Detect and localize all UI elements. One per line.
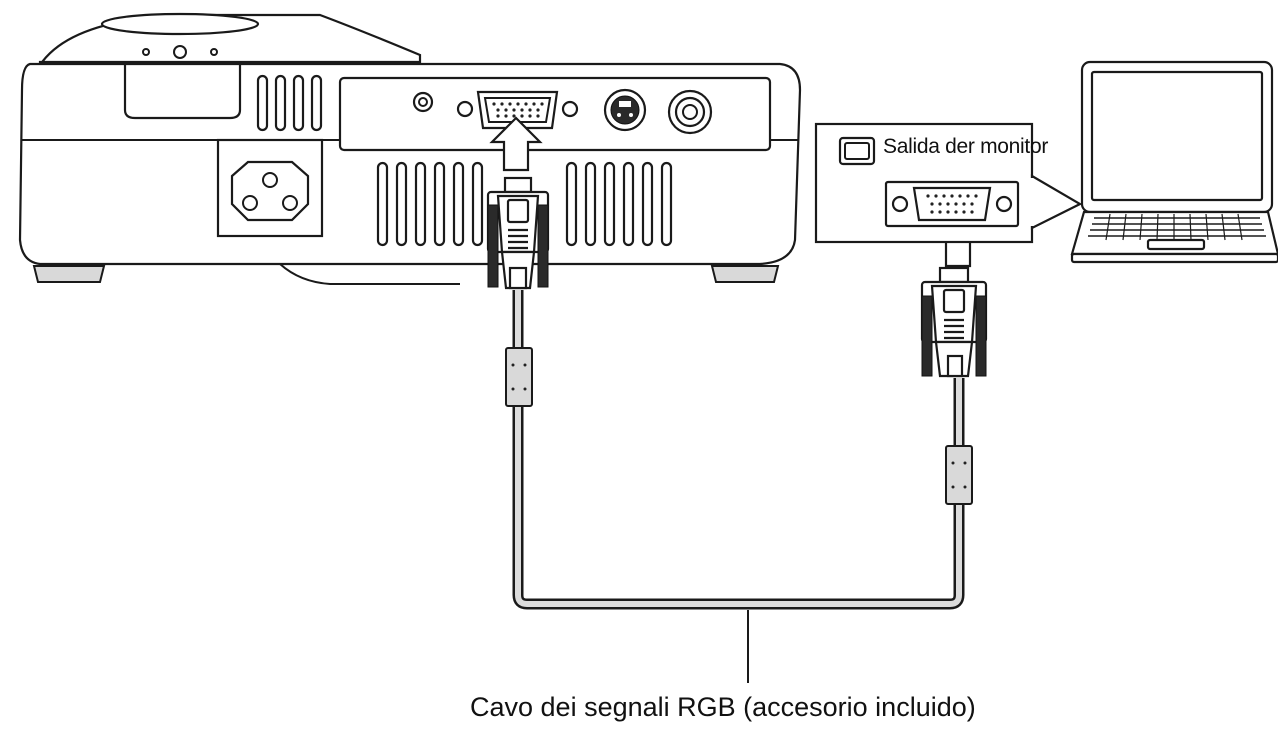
projector-icon [18, 12, 802, 285]
rgb-signal-cable [512, 290, 965, 683]
vga-connector-icon [920, 266, 988, 378]
computer-rgb-output-port [884, 180, 1020, 228]
cable-label: Cavo dei segnali RGB (accesorio incluido… [470, 692, 976, 722]
computer-output-panel [814, 122, 1083, 244]
laptop-icon [1070, 60, 1278, 264]
projector-rgb-input-port [456, 90, 579, 130]
ferrite-core-icon [945, 445, 973, 505]
arrow-up-icon [489, 116, 543, 172]
monitor-output-label: Salida der monitor [883, 135, 1049, 158]
ferrite-core-icon [505, 347, 533, 407]
monitor-output-icon [838, 136, 876, 166]
vga-connector-icon [486, 176, 550, 290]
